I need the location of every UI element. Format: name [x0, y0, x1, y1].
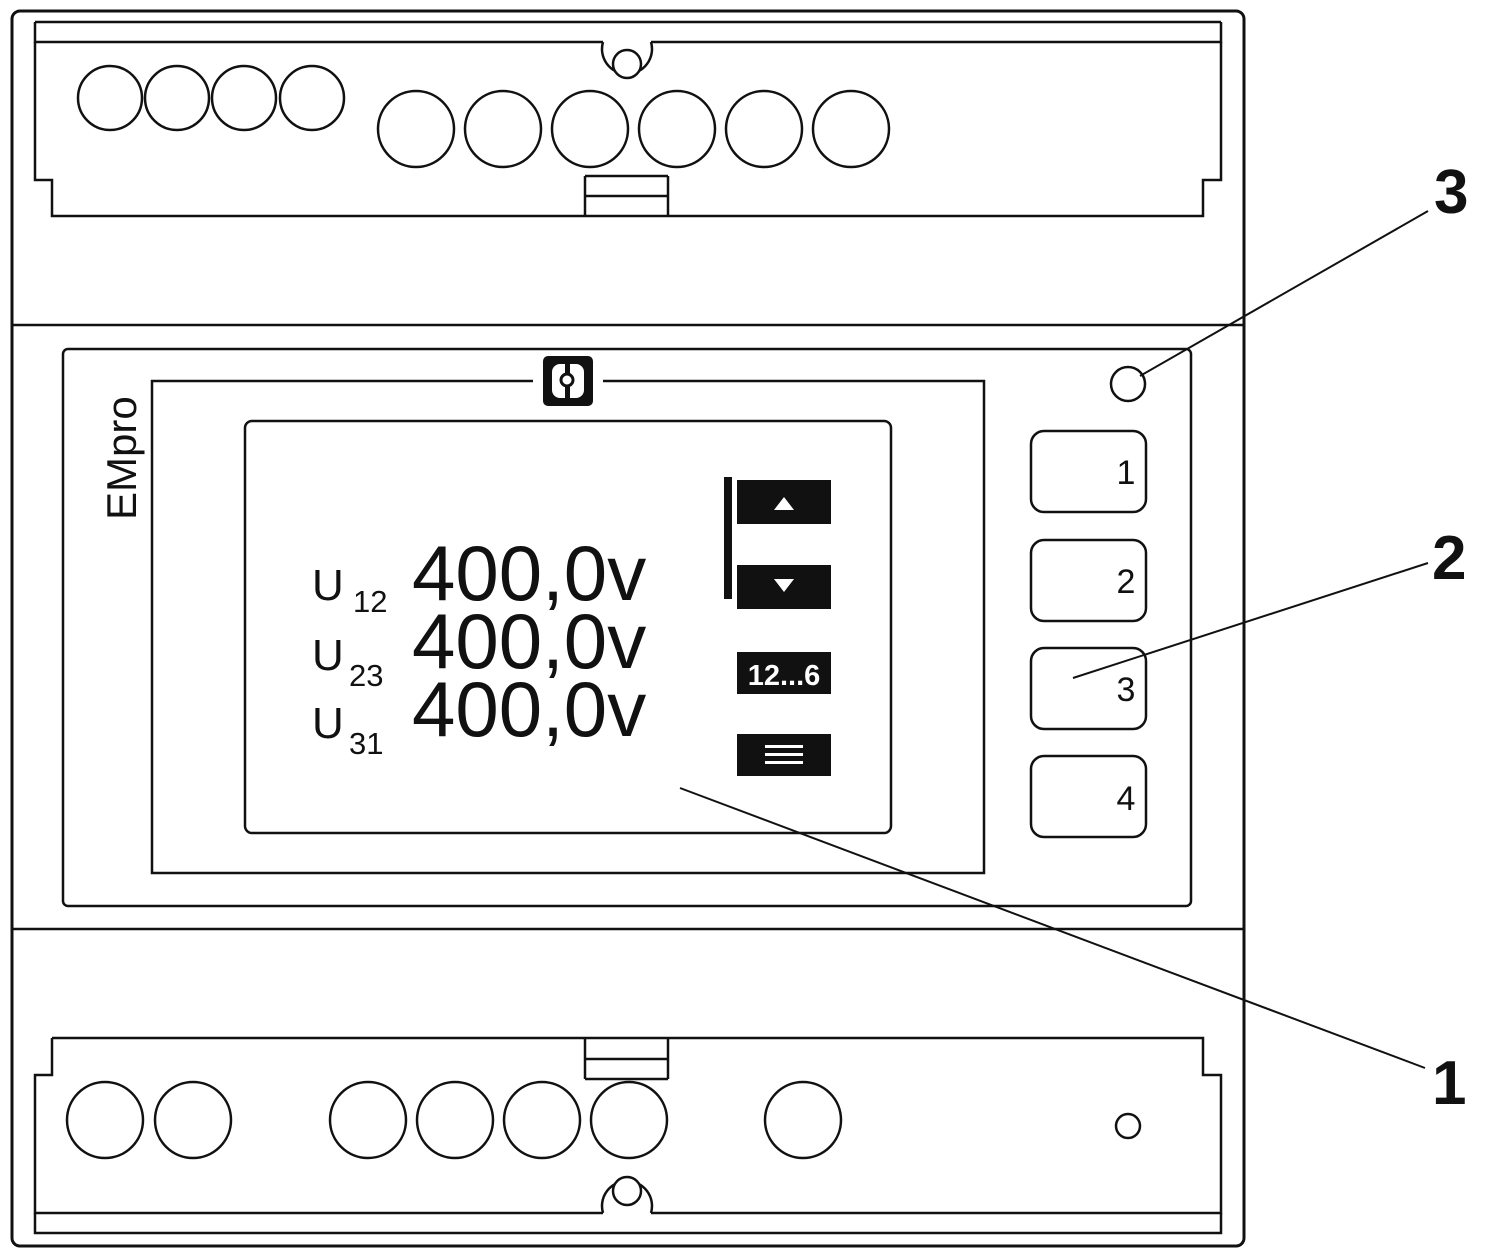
bottom-terminal-screws: [65, 1080, 1142, 1160]
reading-symbol: U: [312, 699, 344, 748]
softkey-down: [737, 565, 831, 609]
reading-subscript: 31: [349, 726, 383, 761]
terminal-screw: [376, 89, 456, 169]
menu-icon: [765, 745, 803, 764]
callout-1: 1: [1432, 1049, 1466, 1118]
terminal-screw: [153, 1080, 233, 1160]
terminal-screw: [328, 1080, 408, 1160]
leader-line-1: [679, 787, 1426, 1069]
page-indicator-label: 12...6: [748, 660, 821, 692]
reading-row-1: U 12 400,0v: [312, 529, 646, 619]
terminal-screw: [278, 64, 346, 132]
arrow-up-icon: [774, 497, 794, 510]
reading-value: 400,0v: [412, 529, 646, 617]
reading-row-3: U 31 400,0v: [312, 665, 646, 761]
reading-symbol: U: [312, 631, 344, 680]
key-label: 1: [1117, 454, 1136, 492]
terminal-screw: [65, 1080, 145, 1160]
key-button-2[interactable]: 2: [1029, 538, 1148, 623]
key-button-3[interactable]: 3: [1029, 646, 1148, 731]
reading-row-2: U 23 400,0v: [312, 597, 646, 693]
terminal-screw: [589, 1080, 669, 1160]
key-button-4[interactable]: 4: [1029, 754, 1148, 839]
top-screw-hole: [611, 48, 643, 80]
terminal-screw: [550, 89, 630, 169]
brand-label: EMpro: [98, 396, 145, 520]
key-label: 3: [1117, 671, 1136, 709]
top-terminal-block: [33, 20, 1223, 218]
key-button-1[interactable]: 1: [1029, 429, 1148, 514]
reading-subscript: 23: [349, 658, 383, 693]
terminal-screw: [502, 1080, 582, 1160]
softkey-up: [737, 480, 831, 524]
bottom-terminal-block: [33, 1036, 1223, 1235]
callout-3: 3: [1434, 158, 1468, 227]
reading-value: 400,0v: [412, 597, 646, 685]
terminal-screw: [811, 89, 891, 169]
brand-logo: P: [543, 0, 593, 406]
terminal-screw: [143, 64, 211, 132]
reading-subscript: 12: [353, 584, 387, 619]
display-bezel: [150, 379, 986, 875]
terminal-small-hole: [1114, 1112, 1142, 1140]
terminal-screw: [210, 64, 278, 132]
callout-2: 2: [1432, 524, 1466, 593]
leader-lines: [679, 210, 1429, 1069]
key-label: 4: [1117, 780, 1136, 818]
status-led: [1109, 365, 1147, 403]
logo-dot: [559, 372, 575, 388]
key-label: 2: [1117, 563, 1136, 601]
softkey-page: 12...6: [737, 652, 831, 694]
scroll-bar: [724, 477, 732, 599]
terminal-screw: [724, 89, 804, 169]
terminal-screw: [415, 1080, 495, 1160]
arrow-down-icon: [774, 579, 794, 592]
logo-letter: P: [568, 0, 569, 2]
reading-value: 400,0v: [412, 665, 646, 753]
terminal-screw: [76, 64, 144, 132]
bottom-screw-hole: [611, 1175, 643, 1207]
reading-symbol: U: [312, 561, 344, 610]
softkey-menu: [737, 734, 831, 776]
top-terminal-screws: [76, 64, 891, 169]
terminal-screw: [763, 1080, 843, 1160]
terminal-screw: [637, 89, 717, 169]
leader-line-2: [1072, 562, 1429, 679]
terminal-screw: [463, 89, 543, 169]
leader-line-3: [1139, 210, 1429, 377]
